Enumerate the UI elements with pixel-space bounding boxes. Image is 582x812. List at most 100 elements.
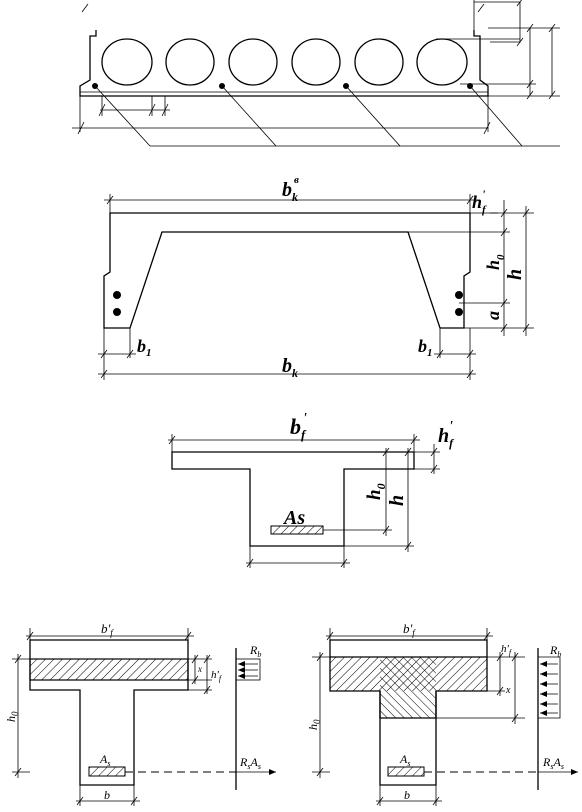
dim-tick: [77, 121, 85, 135]
label-x: x: [505, 685, 511, 696]
dim-tick: [98, 103, 106, 117]
label-h0: h0: [4, 711, 20, 722]
svg-text:h0: h0: [306, 719, 322, 730]
dim-tick: [496, 686, 504, 696]
svg-text:h: h: [504, 269, 526, 280]
rebar-area-as: [387, 766, 425, 777]
label-hf-sup: ': [449, 419, 453, 434]
rebar-dot: [455, 291, 463, 299]
dim-tick: [106, 195, 114, 205]
rebar-dot: [113, 308, 121, 316]
dim-tick: [500, 208, 508, 218]
dim-tick: [14, 767, 22, 777]
compressed-zone-outline: [330, 656, 487, 719]
rb-stress-block: [538, 656, 561, 719]
dim-tick: [100, 369, 108, 379]
label-rb: Rb: [249, 643, 261, 659]
label-hf: h'f: [211, 669, 223, 683]
dim-tick: [526, 90, 534, 100]
rebar-leader: [94, 85, 560, 147]
dim-tick: [483, 121, 491, 135]
dim-tick: [500, 323, 508, 333]
dim-tick: [483, 631, 491, 641]
void-3: [228, 38, 278, 86]
label-h0: h0: [483, 254, 507, 270]
dim-tick: [316, 652, 324, 662]
dim-tick: [76, 796, 84, 806]
void-2: [165, 38, 215, 86]
dim-tick: [496, 652, 504, 662]
rb-stress-block: [235, 658, 261, 681]
label-hf: hf: [438, 425, 454, 450]
dim-tick: [511, 713, 519, 723]
section-outline: [103, 212, 471, 329]
dim-tick: [404, 447, 412, 457]
label-hf: h'f: [501, 643, 513, 657]
dim-tick: [516, 0, 522, 7]
label-as: As: [282, 507, 305, 529]
label-a: a: [483, 311, 503, 320]
label-rsas: RsAs: [239, 755, 261, 771]
label-h: h: [504, 269, 526, 280]
dim-tick: [526, 23, 534, 33]
label-h0: h0: [364, 483, 388, 500]
dim-tick: [382, 447, 390, 457]
label-hf: hf: [472, 192, 487, 216]
hollow-core-slab-figure: [72, 0, 560, 147]
dim-tick: [191, 675, 199, 685]
svg-text:a: a: [483, 311, 503, 320]
label-b: b: [104, 788, 110, 802]
dim-tick: [340, 558, 348, 568]
dim-line: [474, 1, 521, 43]
rebar-leader: [469, 85, 523, 147]
label-bf: b'f: [403, 621, 416, 638]
void-6: [416, 38, 468, 86]
dim-tick: [522, 208, 530, 218]
label-rsas: RsAs: [542, 755, 564, 771]
compressed-zone-hatch: [29, 658, 189, 681]
dim-tick: [81, 3, 89, 13]
rebar-area-as: [88, 766, 126, 777]
dim-tick: [404, 541, 412, 551]
dim-tick: [203, 654, 211, 664]
label-as: As: [99, 752, 110, 768]
void-5: [354, 38, 404, 86]
rebar-dot: [113, 291, 121, 299]
void-1: [101, 38, 153, 86]
label-h0: h0: [306, 719, 322, 730]
dim-tick: [191, 654, 199, 664]
label-bf: bf: [290, 414, 307, 442]
dim-tick: [100, 349, 108, 359]
dim-tick: [246, 558, 254, 568]
label-h: h: [386, 495, 408, 506]
dim-tick: [326, 631, 334, 641]
dim-tick: [477, 3, 485, 13]
dim-tick: [548, 90, 556, 100]
label-bk: bk: [282, 355, 298, 380]
label-hf-sup: ': [482, 187, 486, 201]
dim-tick: [516, 37, 524, 47]
label-b: b: [404, 788, 410, 802]
label-x: x: [197, 664, 202, 674]
void-4: [291, 38, 341, 86]
web-case-figure: b'f h'f x h0 As b Rb RsAs: [306, 621, 578, 806]
dim-tick: [526, 79, 534, 89]
dim-tick: [430, 447, 438, 457]
rebar-leader: [221, 85, 277, 147]
dim-tick: [432, 796, 440, 806]
dim-tick: [500, 227, 508, 237]
equivalent-section-figure: bk в hf ' h0 h a b1 b1 bk: [98, 174, 534, 380]
dim-tick: [548, 23, 556, 33]
dim-tick: [466, 369, 474, 379]
t-section-figure: bf ' hf ' h0 h As: [168, 411, 454, 568]
dim-tick: [522, 323, 530, 333]
dim-tick: [26, 631, 34, 641]
dim-tick: [161, 103, 169, 117]
dim-tick: [500, 298, 508, 308]
dim-tick: [184, 631, 192, 641]
label-b1-right: b1: [418, 336, 433, 359]
dim-tick: [203, 685, 211, 695]
rebar-leader: [345, 85, 401, 147]
rebar-dot: [455, 308, 463, 316]
